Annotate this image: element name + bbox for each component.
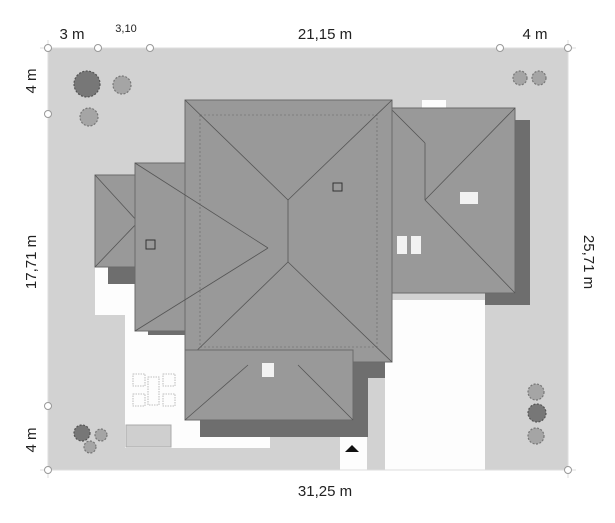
dimension-lines [40,40,576,478]
dim-top-second: 3,10 [115,23,136,35]
dim-bottom-total: 31,25 m [298,483,352,500]
pool [125,424,172,448]
driveway [385,300,485,470]
dim-top-main: 21,15 m [298,26,352,43]
dim-top-right: 4 m [522,26,547,43]
dim-left-top: 4 m [23,68,40,93]
dim-right-total: 25,71 m [580,235,597,289]
dim-top-left: 3 m [59,26,84,43]
terrace-furniture [132,373,176,407]
dim-left-middle: 17,71 m [23,235,40,289]
trees [73,70,547,454]
roof [94,99,516,421]
dim-left-bottom: 4 m [23,427,40,452]
entrance-arrow-icon [345,445,359,452]
